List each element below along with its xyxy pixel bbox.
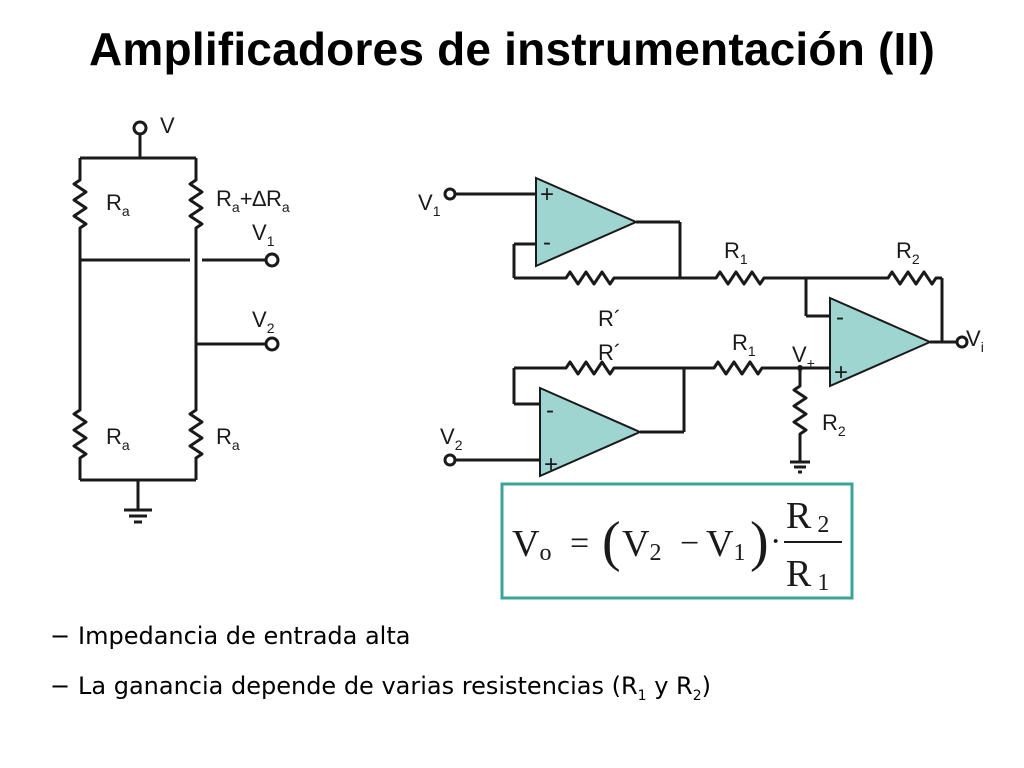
in2-terminal xyxy=(443,453,457,467)
bullet-text: La ganancia depende de varias resistenci… xyxy=(78,672,638,700)
resistor-ra-right-top xyxy=(188,172,204,236)
opamp-bottom-plus: + xyxy=(544,451,558,478)
ra-left-top-label: Ra xyxy=(106,190,130,219)
rprime-top-label: R´ xyxy=(598,306,621,331)
bridge-v1-label: V1 xyxy=(252,220,275,249)
bullet-sub-1: 1 xyxy=(637,688,647,704)
opamp-output-plus: + xyxy=(834,359,848,386)
formula-paren-close: ) xyxy=(750,511,769,573)
formula-paren-open: ( xyxy=(602,511,621,573)
r1-bottom-label: R1 xyxy=(732,330,756,359)
r2-top-label: R2 xyxy=(896,238,920,267)
ground-icon xyxy=(790,460,810,474)
resistor-r2-top xyxy=(880,270,944,286)
resistor-r1-top xyxy=(708,270,772,286)
ra-right-top-label: Ra+∆Ra xyxy=(216,186,290,215)
r1-top-label: R1 xyxy=(724,238,748,267)
opamp-top-minus: - xyxy=(543,229,551,256)
formula-v2: V2 xyxy=(622,523,661,566)
out-terminal xyxy=(955,335,969,349)
amp-v1-label: V1 xyxy=(418,190,441,219)
bullet-list: −Impedancia de entrada alta −La ganancia… xyxy=(50,618,711,718)
resistor-r1-bottom xyxy=(706,360,770,376)
bullet-item: −La ganancia depende de varias resistenc… xyxy=(50,668,711,718)
bullet-text: Impedancia de entrada alta xyxy=(78,622,411,650)
opamp-top-plus: + xyxy=(540,181,554,208)
bullet-item: −Impedancia de entrada alta xyxy=(50,618,711,668)
bullet-dash: − xyxy=(50,622,71,650)
slide-title: Amplificadores de instrumentación (II) xyxy=(89,23,935,75)
formula-equals: = xyxy=(570,525,589,562)
v2-terminal xyxy=(264,336,280,352)
opamp-output-minus: - xyxy=(836,304,844,331)
formula-dot: · xyxy=(770,523,781,560)
bullet-text-end: ) xyxy=(701,672,711,700)
vout-label: Vi xyxy=(966,326,984,355)
ra-left-bottom-label: Ra xyxy=(106,424,130,453)
formula-minus: − xyxy=(680,525,699,562)
amp-circuit xyxy=(443,176,969,478)
supply-terminal xyxy=(132,120,148,136)
bullet-sub-2: 2 xyxy=(692,688,702,704)
resistor-ra-left-bottom xyxy=(72,402,88,466)
v1-terminal xyxy=(264,252,280,268)
bridge-circuit xyxy=(72,120,280,524)
bullet-text-mid: y R xyxy=(646,672,693,700)
vplus-label: V+ xyxy=(792,342,815,371)
opamp-bottom-minus: - xyxy=(546,397,554,424)
formula-v1: V1 xyxy=(706,523,745,566)
opamp-bottom xyxy=(539,386,643,478)
supply-label: V xyxy=(160,113,175,138)
opamp-top xyxy=(535,176,639,268)
bullet-dash: − xyxy=(50,672,71,700)
opamp-output xyxy=(829,296,933,388)
rprime-bottom-label: R´ xyxy=(598,340,621,365)
in1-terminal xyxy=(443,187,457,201)
resistor-ra-left-top xyxy=(72,172,88,236)
amp-v2-label: V2 xyxy=(440,424,463,453)
formula-lhs: Vo xyxy=(512,523,551,566)
bridge-v2-label: V2 xyxy=(252,307,275,336)
ground-icon xyxy=(124,508,152,524)
resistor-rprime-top xyxy=(558,270,622,286)
r2-bottom-label: R2 xyxy=(822,410,846,439)
ra-right-bottom-label: Ra xyxy=(216,424,240,453)
resistor-ra-right-bottom xyxy=(188,402,204,466)
resistor-r2-bottom xyxy=(792,378,808,442)
